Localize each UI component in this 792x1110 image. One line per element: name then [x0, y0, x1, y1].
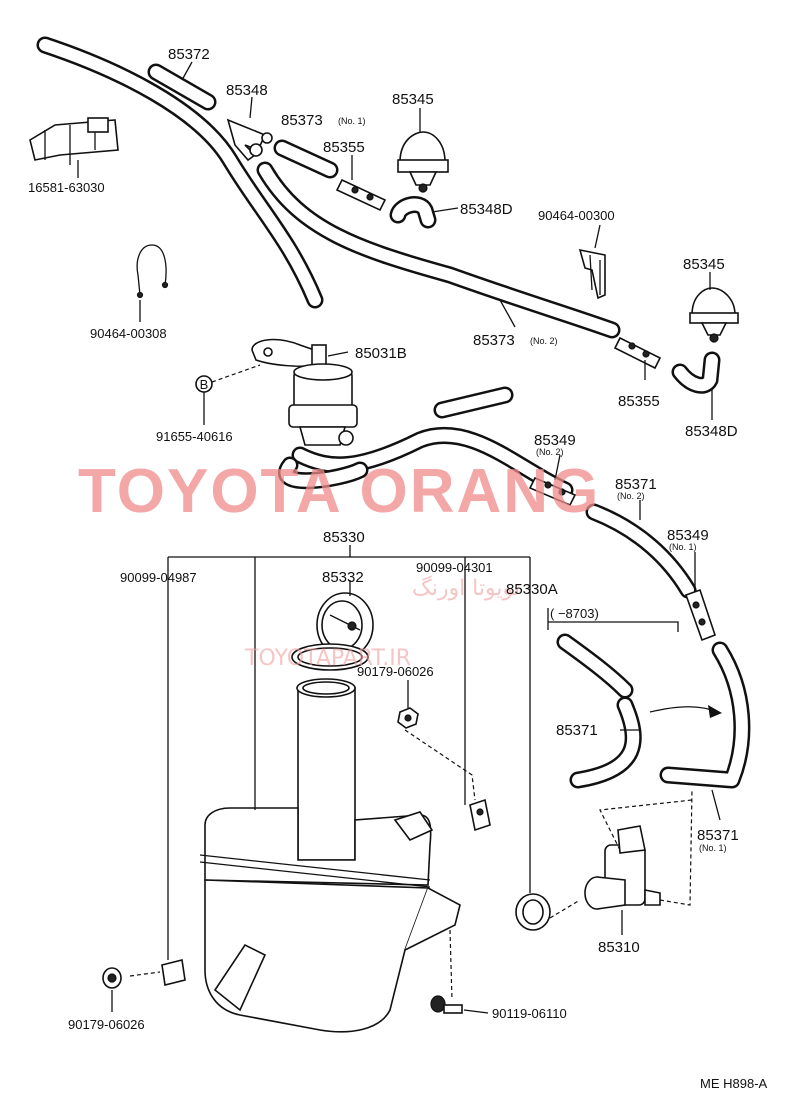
label-85349-no1: 85349 [667, 527, 709, 544]
diagram-code: ME H898-A [700, 1076, 768, 1091]
connector-85355-icon [335, 178, 387, 212]
label-85330: 85330 [323, 529, 365, 546]
label-85345: 85345 [392, 91, 434, 108]
svg-text:B: B [200, 377, 209, 392]
bracket-90099-04301-icon [469, 798, 491, 832]
hose-85373-no1 [273, 139, 339, 179]
hose-85372-long [36, 36, 324, 309]
label-90464-00300: 90464-00300 [538, 208, 615, 223]
watermark-persian: تویوتا اورنگ [412, 575, 520, 601]
clip-90464-00308-icon [136, 244, 169, 299]
label-no2-a: (No. 2) [530, 336, 558, 346]
label-85031b: 85031B [355, 345, 407, 362]
elbow-85348d-right-icon [671, 351, 721, 394]
clip-16581-icon [29, 117, 119, 165]
hose-pump-loop [278, 456, 369, 490]
nut-90179-lower-icon [102, 967, 122, 989]
hose-85372-short [147, 63, 217, 111]
nozzle-85345-right-icon [689, 287, 739, 343]
b-marker: B [195, 364, 261, 425]
label-85371-no1: 85371 [697, 827, 739, 844]
label-90099-04301: 90099-04301 [416, 560, 493, 575]
label-no1-a: (No. 1) [338, 116, 366, 126]
label-85355-right: 85355 [618, 393, 660, 410]
label-85371-no2: 85371 [615, 476, 657, 493]
connector-85349-no2-icon [528, 476, 577, 507]
hose-85371-curve-left [556, 633, 642, 789]
hose-85373-no2 [256, 161, 621, 339]
hose-85371-no2 [585, 503, 697, 599]
label-8703: ( −8703) [550, 606, 599, 621]
label-85310: 85310 [598, 939, 640, 956]
label-85355: 85355 [323, 139, 365, 156]
label-no1-c: (No. 1) [699, 843, 727, 853]
label-85349-no2: 85349 [534, 432, 576, 449]
label-no2-b: (No. 2) [536, 447, 564, 457]
washer-tank-85330-icon [199, 678, 461, 1033]
nozzle-85345-icon [397, 131, 449, 193]
hose-short-mid [433, 386, 514, 419]
label-16581-63030: 16581-63030 [28, 180, 105, 195]
washer-pump-85031b-icon [251, 338, 358, 446]
label-90119-06110: 90119-06110 [492, 1006, 567, 1021]
label-85348d-right: 85348D [685, 423, 738, 440]
connector-85349-no1-icon [684, 588, 717, 642]
washer-motor-85310-icon [584, 825, 661, 910]
gasket-ring-icon [291, 643, 369, 671]
grommet-85330a-icon [515, 893, 551, 931]
hose-pump-outlet [291, 426, 574, 499]
label-90179-06026-lower: 90179-06026 [68, 1017, 145, 1032]
label-85373-no2: 85373 [473, 332, 515, 349]
label-85345-right: 85345 [683, 256, 725, 273]
label-90179-06026-upper: 90179-06026 [357, 664, 434, 679]
bracket-90099-04987-icon [161, 959, 186, 986]
nut-90179-upper-icon [397, 707, 419, 729]
connector-85355-right-icon [613, 336, 662, 370]
label-no2-c: (No. 2) [617, 491, 645, 501]
label-85373-no1: 85373 [281, 112, 323, 129]
part-labels: 85372 85348 85373 (No. 1) 85345 85355 85… [28, 46, 768, 1091]
leader-lines [77, 61, 721, 1014]
label-85332: 85332 [322, 569, 364, 586]
label-85371-left: 85371 [556, 722, 598, 739]
watermark: TOYOTA ORANG تویوتا اورنگ TOYOTAPART.IR [78, 457, 600, 671]
dashed-lines [129, 729, 693, 1001]
bolt-90119-icon [430, 995, 463, 1014]
watermark-main: TOYOTA ORANG [78, 457, 600, 526]
label-85330a: 85330A [506, 581, 558, 598]
elbow-85348d-icon [389, 196, 437, 229]
clip-90464-00300-icon [578, 248, 606, 300]
label-90099-04987: 90099-04987 [120, 570, 197, 585]
label-91655-40616: 91655-40616 [156, 429, 233, 444]
label-85348d: 85348D [460, 201, 513, 218]
arrow-icon [649, 705, 722, 718]
tank-cap-85332-icon [316, 592, 374, 658]
label-90464-00308: 90464-00308 [90, 326, 167, 341]
watermark-site: TOYOTAPART.IR [244, 646, 411, 671]
joint-85348-icon [226, 118, 273, 162]
label-85372: 85372 [168, 46, 210, 63]
label-85348: 85348 [226, 82, 268, 99]
label-no1-b: (No. 1) [669, 542, 697, 552]
hose-85371-no1 [659, 641, 751, 789]
